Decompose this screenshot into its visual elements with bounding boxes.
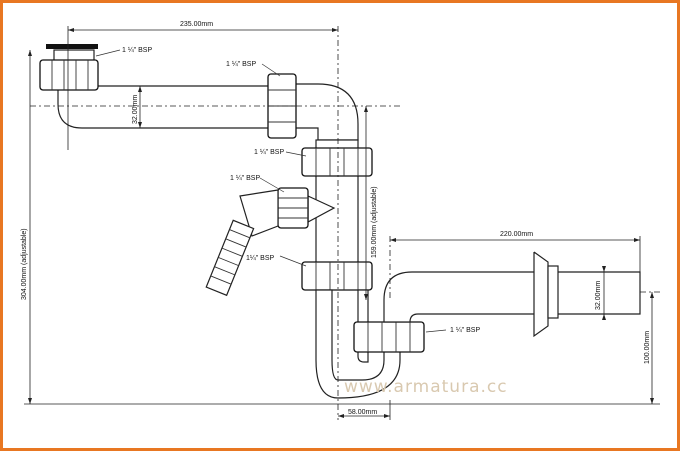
angled-elbow (239, 189, 279, 237)
side-branch-hose-connector (205, 187, 336, 297)
label-bsp-upper-trap: 1 ¼" BSP (254, 149, 284, 156)
label-bsp-top-left: 1 ¼" BSP (122, 47, 152, 54)
label-bsp-top-mid: 1 ¼" BSP (226, 61, 256, 68)
label-bsp-outlet: 1 ¼" BSP (450, 327, 480, 334)
outlet-pipe (383, 251, 641, 338)
leader-lines (95, 49, 447, 333)
inlet-overflow-pipe (39, 44, 283, 129)
u-trap-bend (315, 289, 425, 399)
dim-outlet-diameter: 32.00mm (595, 281, 602, 310)
dim-total-height: 304.00mm (adjustable) (21, 228, 28, 300)
label-bsp-lower-trap: 1¼" BSP (246, 255, 274, 262)
dim-outlet-width: 220.00mm (500, 231, 533, 238)
dim-top-width: 235.00mm (180, 21, 213, 28)
outlet-nut (353, 321, 425, 353)
inlet-nut (39, 59, 99, 91)
dim-trap-height: 159.00mm (adjustable) (371, 186, 378, 258)
label-bsp-side-branch: 1 ¼" BSP (230, 175, 260, 182)
hose-barb (205, 219, 255, 297)
centerlines (30, 26, 660, 420)
dim-outlet-height: 100.00mm (644, 331, 651, 364)
dimension-lines (24, 26, 660, 420)
dim-trap-width: 58.00mm (348, 409, 377, 416)
lower-trap-nut (301, 261, 373, 291)
upper-elbow (267, 73, 359, 141)
wall-rosette (533, 251, 549, 338)
upper-trap-nut (301, 147, 373, 177)
watermark: www.armatura.cc (344, 377, 508, 397)
dim-inlet-diameter: 32.00mm (132, 95, 139, 124)
drain-plug-cap (46, 44, 98, 49)
